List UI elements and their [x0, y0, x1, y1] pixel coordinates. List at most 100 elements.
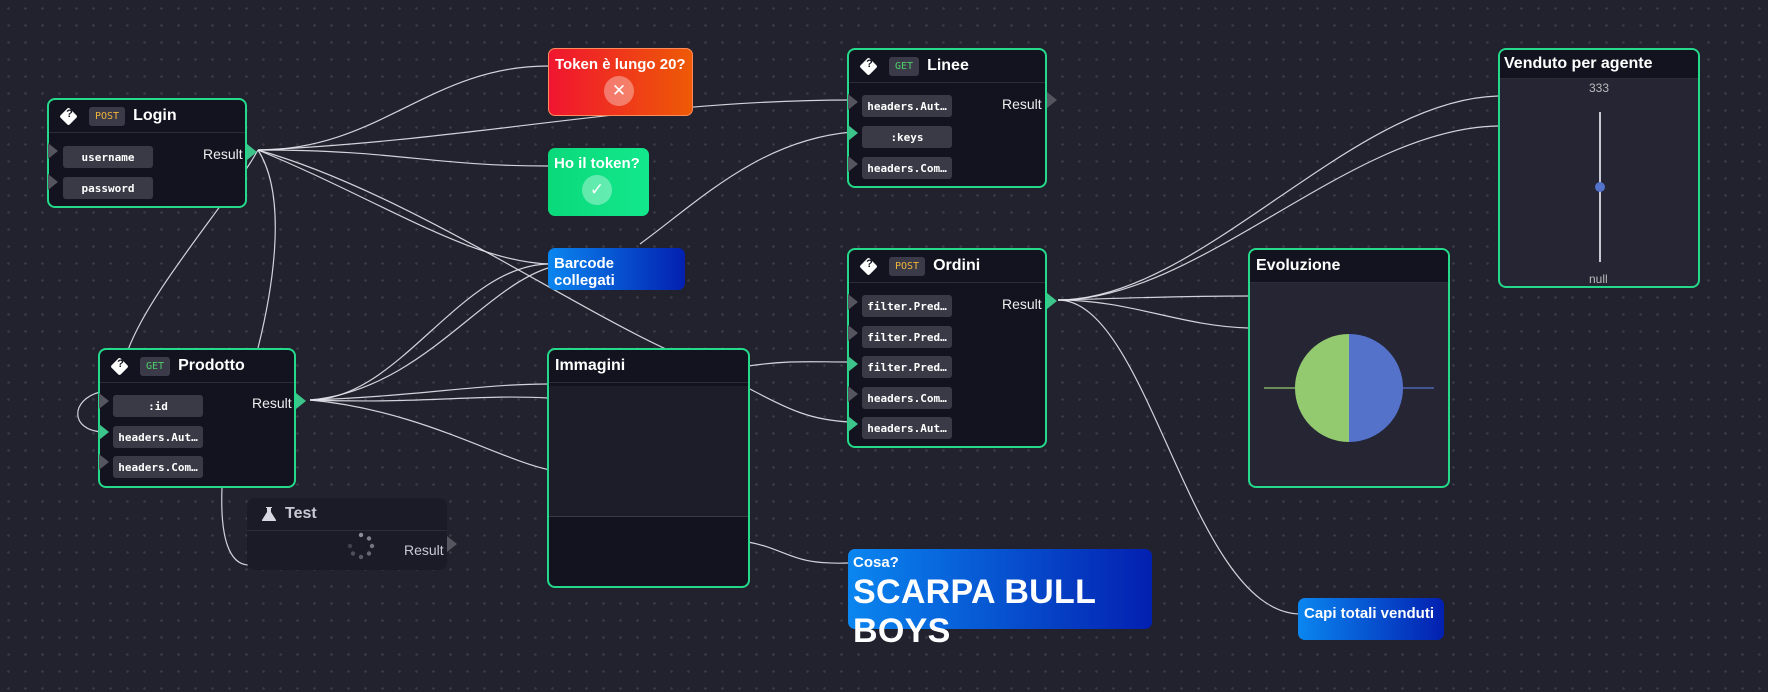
output-label: Result [252, 395, 292, 411]
wire-ordini-evoluzione-b [1057, 299, 1249, 329]
cross-icon: ✕ [604, 76, 634, 106]
card-title: Barcode collegati [554, 255, 615, 289]
prodotto-node[interactable]: GET Prodotto :id headers.Aut… headers.Co… [98, 348, 306, 488]
param-password[interactable]: password [63, 177, 153, 199]
linee-node[interactable]: GET Linee headers.Aut… :keys headers.Com… [847, 48, 1057, 188]
method-badge: GET [140, 356, 171, 376]
method-badge: GET [889, 56, 920, 76]
linee-node-header[interactable]: GET Linee [849, 50, 1045, 83]
output-port[interactable] [447, 536, 457, 552]
evoluzione-node-header[interactable]: Evoluzione [1250, 250, 1448, 283]
wire-barcode-linee [639, 131, 853, 245]
card-title: Capi totali venduti [1304, 605, 1435, 622]
wire-immagini-ordini-a [747, 361, 851, 367]
node-title: Login [133, 107, 177, 124]
capi-totali-card[interactable]: Capi totali venduti [1298, 598, 1444, 640]
login-node-header[interactable]: POST Login [49, 100, 245, 133]
param-filter-pred-2[interactable]: filter.Pred… [862, 326, 952, 348]
wire-prodotto-immagini-a [309, 383, 549, 401]
node-title: Venduto per agente [1504, 55, 1653, 72]
venduto-node-header[interactable]: Venduto per agente [1500, 50, 1698, 79]
flask-icon [261, 507, 277, 521]
wire-login-token-lungo [257, 65, 549, 151]
input-port[interactable] [48, 174, 58, 190]
pie-chart [1264, 334, 1434, 442]
test-node-header[interactable]: Test [247, 498, 447, 531]
immagini-node[interactable]: Immagini [547, 348, 750, 588]
param-keys[interactable]: :keys [862, 126, 952, 148]
slider-max-label: 333 [1589, 81, 1610, 95]
output-port[interactable] [1047, 92, 1057, 108]
api-diamond-icon [110, 356, 129, 376]
evoluzione-node[interactable]: Evoluzione [1248, 248, 1450, 488]
wire-prodotto-barcode-b [309, 267, 549, 401]
input-port[interactable] [99, 424, 109, 440]
cosa-card[interactable]: Cosa? SCARPA BULL BOYS [848, 549, 1152, 650]
check-icon: ✓ [582, 175, 612, 205]
barcode-collegati-card[interactable]: Barcode collegati [548, 248, 685, 290]
param-id[interactable]: :id [113, 395, 203, 417]
param-username[interactable]: username [63, 146, 153, 168]
output-label: Result [1002, 96, 1042, 112]
wire-prodotto-immagini-c [309, 399, 551, 471]
ordini-node[interactable]: POST Ordini filter.Pred… filter.Pred… fi… [847, 248, 1057, 448]
wire-login-prodotto-b [257, 149, 276, 349]
pie-slice[interactable] [1349, 334, 1403, 442]
immagini-node-header[interactable]: Immagini [549, 350, 748, 383]
param-headers-com[interactable]: headers.Com… [862, 387, 952, 409]
param-headers-com[interactable]: headers.Com… [113, 456, 203, 478]
api-diamond-icon [859, 256, 878, 276]
param-headers-auth[interactable]: headers.Aut… [862, 95, 952, 117]
input-port[interactable] [848, 325, 858, 341]
wire-immagini-ordini-b [747, 387, 851, 423]
input-port[interactable] [848, 356, 858, 372]
venduto-node[interactable]: Venduto per agente 333 null [1498, 48, 1700, 288]
wire-login-ho-token [257, 149, 549, 167]
wire-ordini-evoluzione-a [1057, 295, 1249, 301]
token-lungo-card[interactable]: Token è lungo 20? ✕ [548, 48, 693, 116]
input-port[interactable] [48, 143, 58, 159]
input-port[interactable] [848, 94, 858, 110]
wire-immagini-cosa [747, 541, 849, 564]
param-headers-com[interactable]: headers.Com… [862, 157, 952, 179]
node-title: Linee [927, 57, 969, 74]
node-title: Ordini [933, 257, 981, 274]
test-node[interactable]: Test Result [247, 498, 457, 570]
card-title: Ho il token? [554, 155, 640, 172]
slider-min-label: null [1589, 272, 1608, 286]
wire-prodotto-barcode-a [309, 263, 551, 401]
node-title: Test [285, 505, 317, 522]
api-diamond-icon [59, 106, 78, 126]
input-port[interactable] [99, 454, 109, 470]
param-headers-auth[interactable]: headers.Aut… [862, 417, 952, 439]
card-title: Cosa? [853, 554, 899, 571]
card-value: SCARPA BULL BOYS [853, 573, 1096, 650]
method-badge: POST [889, 256, 926, 276]
loading-spinner-icon [347, 532, 375, 560]
slider-thumb[interactable] [1595, 182, 1605, 192]
prodotto-node-header[interactable]: GET Prodotto [100, 350, 294, 383]
input-port[interactable] [848, 125, 858, 141]
image-area [549, 386, 748, 517]
api-diamond-icon [859, 56, 878, 76]
input-port[interactable] [848, 416, 858, 432]
node-title: Immagini [555, 357, 626, 374]
param-headers-auth[interactable]: headers.Aut… [113, 426, 203, 448]
wire-prodotto-test [221, 487, 249, 566]
pie-slice[interactable] [1295, 334, 1349, 442]
ho-token-card[interactable]: Ho il token? ✓ [548, 148, 649, 216]
input-port[interactable] [848, 156, 858, 172]
input-port[interactable] [848, 294, 858, 310]
output-label: Result [404, 542, 444, 558]
output-port[interactable] [296, 393, 306, 409]
ordini-node-header[interactable]: POST Ordini [849, 250, 1045, 283]
param-filter-pred-1[interactable]: filter.Pred… [862, 295, 952, 317]
input-port[interactable] [99, 393, 109, 409]
wire-prodotto-immagini-b [309, 396, 549, 402]
login-node[interactable]: POST Login username password Result [47, 98, 257, 208]
input-port[interactable] [848, 386, 858, 402]
output-port[interactable] [1047, 293, 1057, 309]
param-filter-pred-3[interactable]: filter.Pred… [862, 356, 952, 378]
output-port[interactable] [247, 144, 257, 160]
card-title: Token è lungo 20? [555, 56, 686, 73]
